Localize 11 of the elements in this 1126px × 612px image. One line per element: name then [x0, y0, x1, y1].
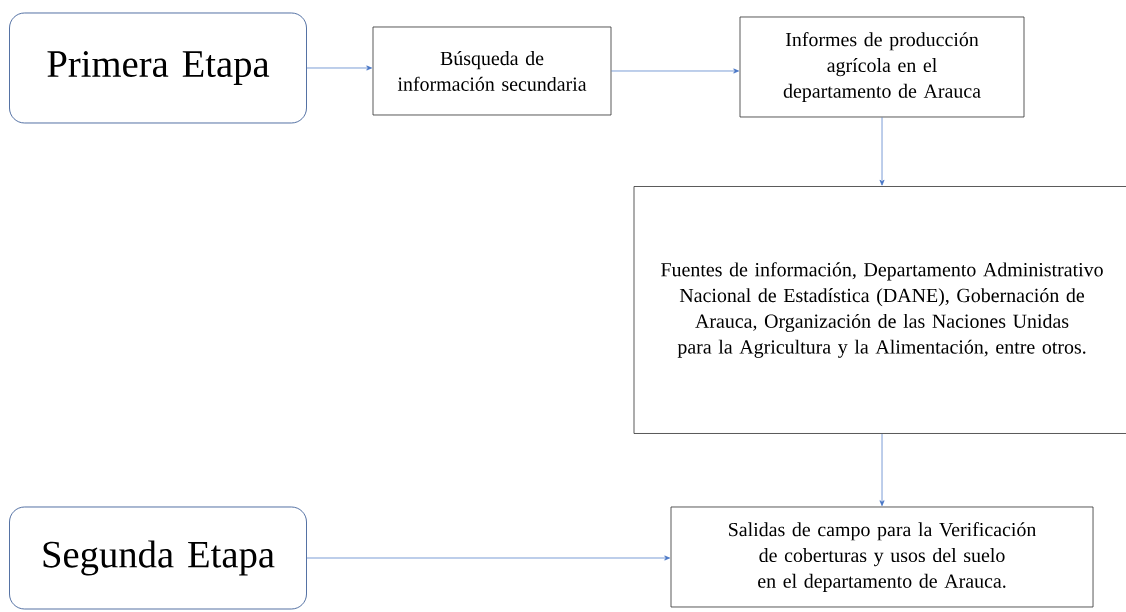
stage-box: Segunda Etapa — [9, 506, 307, 610]
arrow — [611, 68, 740, 74]
process-box: Salidas de campo para la Verificación de coberturas y usos del suelo en el departamento de Arauca. — [670, 506, 1094, 608]
arrow — [306, 555, 671, 561]
process-box: Búsqueda de información secundaria — [372, 26, 612, 116]
arrow — [306, 65, 373, 71]
stage-box: Primera Etapa — [9, 12, 307, 124]
process-box: Informes de producción agrícola en el departamento de Arauca — [739, 16, 1025, 118]
process-box: Fuentes de información, Departamento Administrativo Nacional de Estadística (DANE), Gobernación de Arauca, Organización de las Naciones Unidas para la Agricultura y la Alimentación, entre otros. — [633, 186, 1126, 434]
arrow — [879, 117, 885, 186]
arrow — [879, 433, 885, 507]
